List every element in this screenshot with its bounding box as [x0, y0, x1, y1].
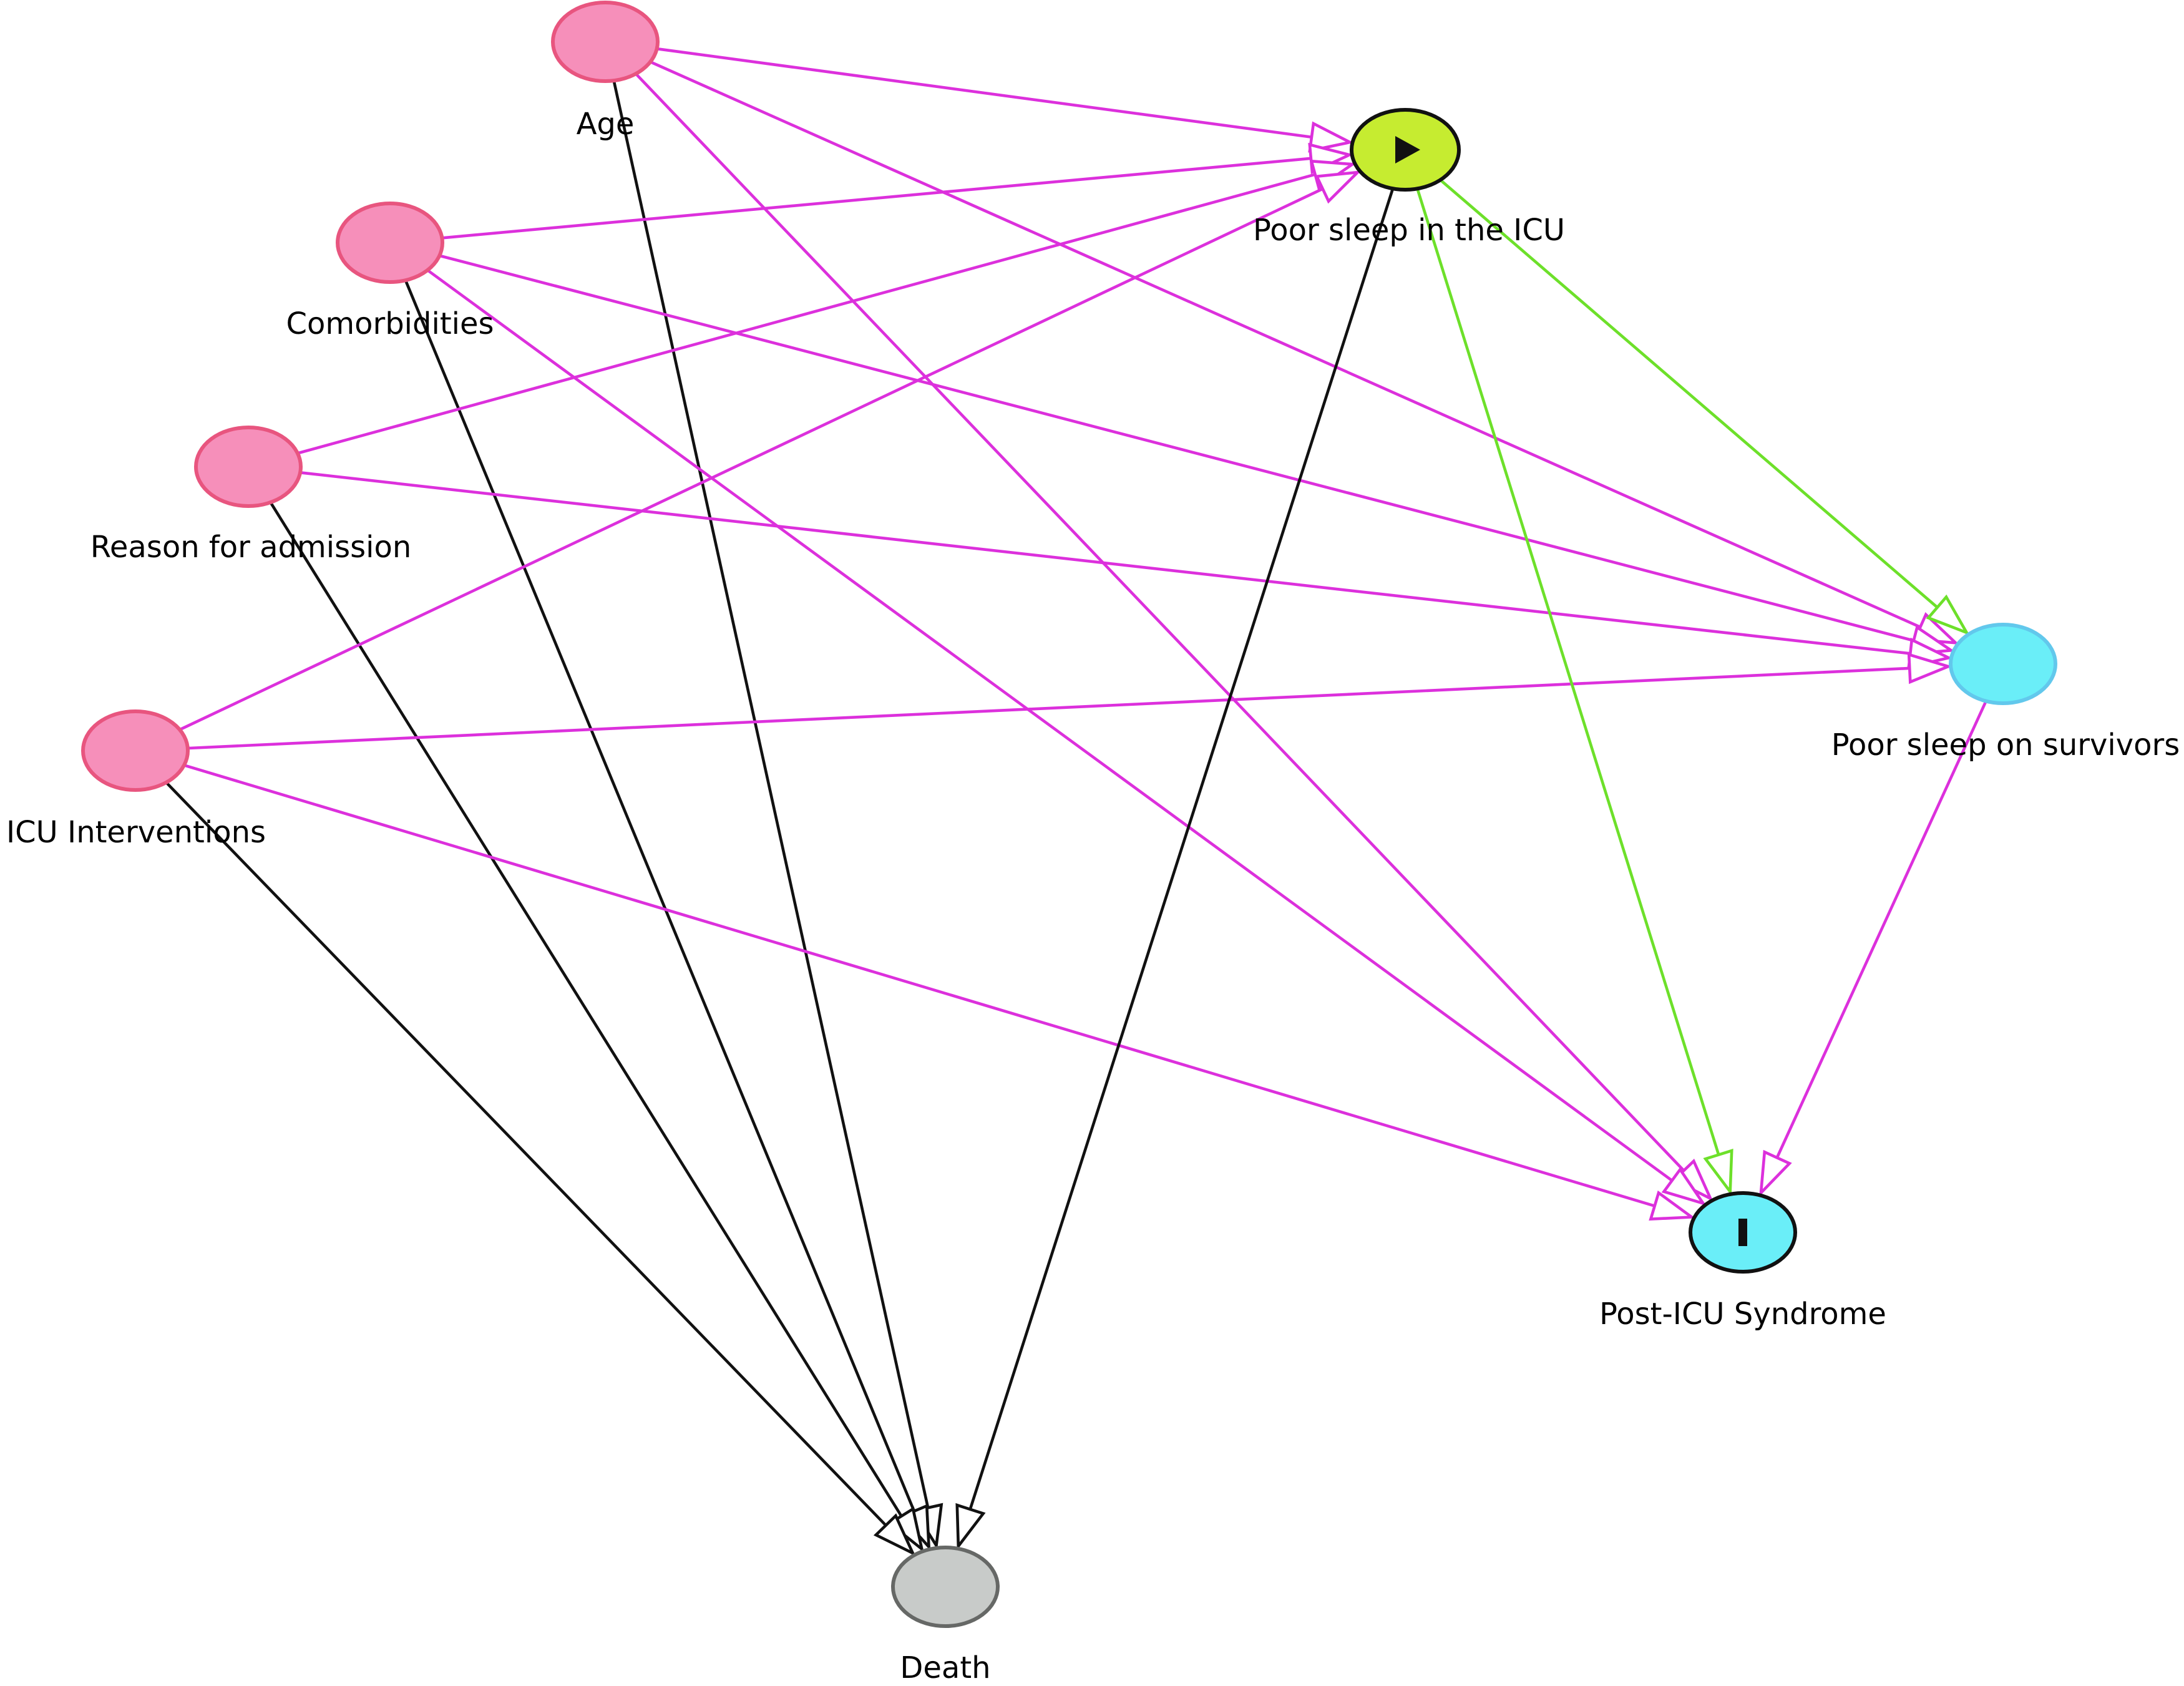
edge-age-to-pics — [635, 74, 1685, 1172]
node-label: Post-ICU Syndrome — [1599, 1297, 1886, 1332]
edge-poor_sleep_icu-to-poor_sleep_survivors — [1440, 180, 1939, 609]
arrowhead-comorbidities-to-pics — [1661, 1167, 1707, 1206]
node-poor-sleep-survivors[interactable]: Poor sleep on survivors — [1831, 623, 2180, 763]
node-ellipse[interactable] — [1949, 623, 2057, 705]
arrowhead-interventions-to-poor_sleep_survivors — [1907, 652, 1953, 685]
node-label: Comorbidities — [286, 306, 494, 341]
edge-reason-to-poor_sleep_icu — [298, 173, 1316, 455]
edge-comorbidities-to-death — [404, 281, 916, 1512]
edge-poor_sleep_icu-to-death — [968, 189, 1394, 1510]
node-age[interactable]: Age — [551, 1, 660, 142]
edge-reason-to-death — [270, 502, 903, 1518]
arrowhead-age-to-poor_sleep_icu — [1308, 121, 1355, 153]
arrowhead-interventions-to-poor_sleep_icu — [1314, 170, 1362, 204]
edge-age-to-death — [612, 81, 930, 1508]
outcome-bar-icon — [1738, 1219, 1747, 1246]
edge-interventions-to-poor_sleep_icu — [180, 187, 1324, 731]
node-label: Reason for admission — [90, 530, 412, 565]
edge-interventions-to-death — [166, 782, 887, 1527]
node-death[interactable]: Death — [891, 1546, 1000, 1685]
node-ellipse[interactable] — [336, 202, 444, 284]
node-ellipse[interactable] — [551, 1, 660, 83]
arrowhead-interventions-to-death — [873, 1513, 916, 1557]
node-label: Age — [577, 107, 635, 142]
arrowhead-poor_sleep_icu-to-poor_sleep_survivors — [1926, 594, 1970, 636]
arrowhead-poor_sleep_icu-to-pics — [1703, 1148, 1733, 1196]
node-label: Death — [900, 1650, 990, 1685]
node-label: Poor sleep on survivors — [1831, 728, 2180, 763]
edge-age-to-poor_sleep_icu — [658, 47, 1312, 139]
node-interventions[interactable]: ICU Interventions — [6, 709, 266, 850]
play-icon — [1395, 136, 1420, 163]
node-label: Poor sleep in the ICU — [1253, 213, 1565, 248]
node-reason[interactable]: Reason for admission — [90, 426, 412, 565]
node-ellipse[interactable] — [194, 426, 303, 508]
node-label: ICU Interventions — [6, 815, 266, 850]
node-pics[interactable]: Post-ICU Syndrome — [1599, 1191, 1886, 1332]
edge-comorbidities-to-poor_sleep_icu — [443, 157, 1312, 240]
node-poor-sleep-icu[interactable]: Poor sleep in the ICU — [1253, 108, 1565, 248]
node-comorbidities[interactable]: Comorbidities — [286, 202, 494, 341]
node-ellipse[interactable] — [891, 1546, 1000, 1628]
edge-comorbidities-to-pics — [427, 270, 1673, 1182]
edge-age-to-poor_sleep_survivors — [651, 61, 1921, 629]
edges-layer — [166, 47, 1987, 1557]
node-ellipse[interactable] — [81, 709, 190, 792]
edge-reason-to-poor_sleep_survivors — [301, 471, 1911, 655]
edge-interventions-to-pics — [185, 764, 1655, 1207]
arrowhead-interventions-to-pics — [1649, 1190, 1696, 1221]
edge-poor_sleep_icu-to-pics — [1416, 189, 1720, 1156]
edge-interventions-to-poor_sleep_survivors — [188, 666, 1910, 750]
arrowhead-poor_sleep_icu-to-death — [955, 1503, 986, 1551]
edge-comorbidities-to-poor_sleep_survivors — [440, 255, 1914, 642]
edge-poor_sleep_survivors-to-pics — [1775, 701, 1987, 1159]
arrowhead-poor_sleep_survivors-to-pics — [1759, 1149, 1792, 1197]
